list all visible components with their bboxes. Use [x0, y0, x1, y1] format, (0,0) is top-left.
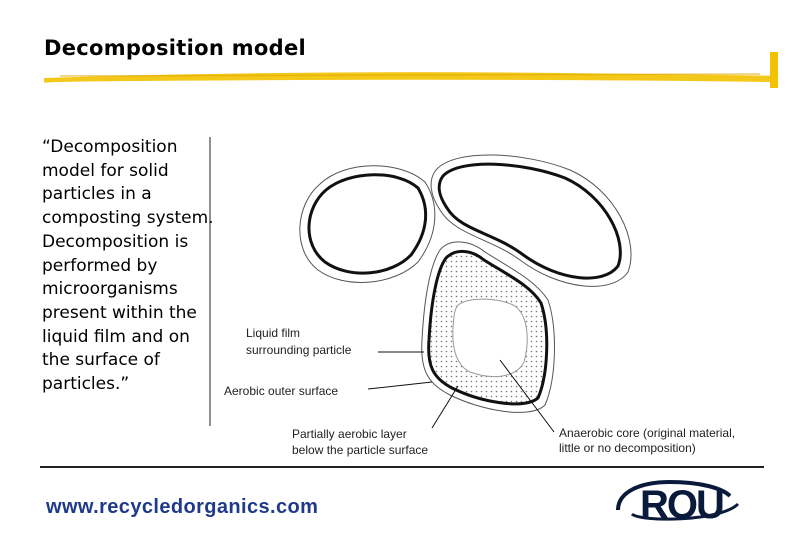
label-liquid-film-2: surrounding particle: [246, 343, 352, 357]
rou-logo: ROU: [610, 474, 760, 526]
left-particle: [309, 175, 426, 273]
website-link[interactable]: www.recycledorganics.com: [46, 496, 318, 519]
label-anaerobic-1: Anaerobic core (original material,: [559, 426, 735, 440]
label-aerobic-outer: Aerobic outer surface: [224, 384, 338, 398]
label-anaerobic-2: little or no decomposition): [559, 441, 696, 455]
anaerobic-core: [453, 299, 527, 376]
label-partial-2: below the particle surface: [292, 443, 428, 457]
label-partial-1: Partially aerobic layer: [292, 427, 407, 441]
label-liquid-film-1: Liquid film: [246, 326, 300, 340]
leader-aerobic-outer: [368, 382, 432, 389]
